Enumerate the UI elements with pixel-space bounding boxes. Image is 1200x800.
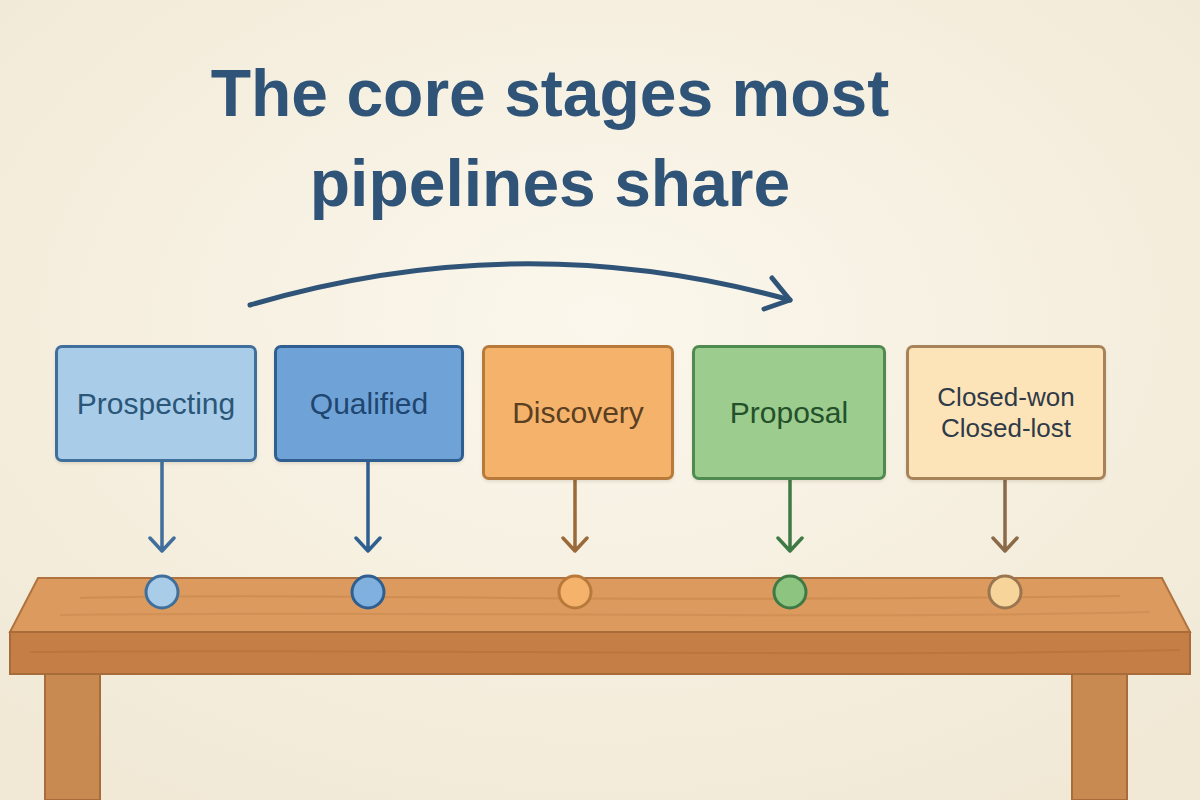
drop-arrow — [150, 462, 174, 551]
stage-label: Prospecting — [77, 386, 235, 422]
wood-grain — [30, 650, 1180, 653]
stage-box: Proposal — [692, 345, 886, 480]
stage-box: Qualified — [274, 345, 464, 462]
stage-peg — [559, 576, 591, 608]
drop-arrow — [356, 462, 380, 551]
stage-peg — [774, 576, 806, 608]
drop-arrow — [563, 480, 587, 551]
table-leg — [1072, 660, 1127, 800]
stage-label: Qualified — [310, 386, 428, 422]
diagram-title: The core stages most pipelines share — [130, 48, 970, 228]
stage-label: Closed-won Closed-lost — [919, 382, 1093, 444]
stage-box: Discovery — [482, 345, 674, 480]
stage-label: Discovery — [512, 395, 644, 431]
wood-grain — [80, 596, 1120, 599]
drop-arrow — [993, 480, 1017, 551]
table-leg — [45, 660, 100, 800]
stage-peg — [146, 576, 178, 608]
stage-label: Proposal — [730, 395, 848, 431]
flow-arc — [250, 264, 790, 305]
drop-arrow — [778, 480, 802, 551]
flow-arrowhead — [764, 278, 790, 309]
table-edge — [10, 632, 1190, 674]
stage-box: Closed-won Closed-lost — [906, 345, 1106, 480]
stage-box: Prospecting — [55, 345, 257, 462]
stage-peg — [352, 576, 384, 608]
wood-grain — [60, 612, 1150, 615]
stage-peg — [989, 576, 1021, 608]
